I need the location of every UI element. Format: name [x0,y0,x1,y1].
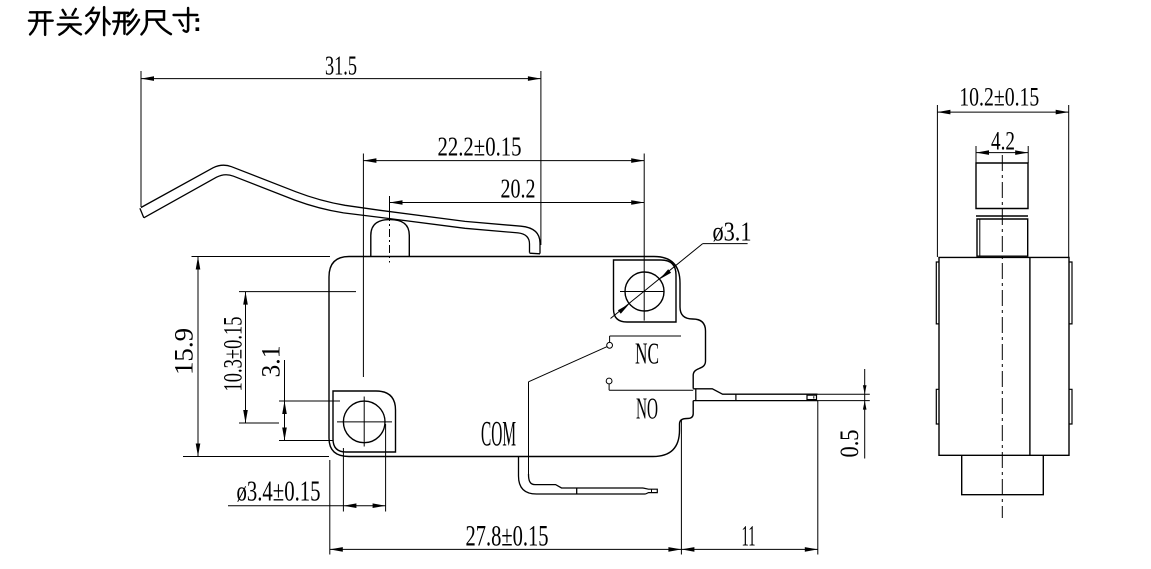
svg-text:22.2±0.15: 22.2±0.15 [438,131,522,162]
svg-text:NC: NC [635,336,659,371]
svg-text:10.3±0.15: 10.3±0.15 [219,317,248,392]
svg-text:4.2: 4.2 [991,127,1015,156]
svg-text:31.5: 31.5 [325,50,357,81]
svg-text:27.8±0.15: 27.8±0.15 [466,521,549,553]
svg-text:ø3.4±0.15: ø3.4±0.15 [237,477,321,508]
svg-text:20.2: 20.2 [501,173,536,204]
svg-text:10.2±0.15: 10.2±0.15 [959,83,1039,112]
svg-text:15.9: 15.9 [170,328,199,375]
svg-text:NO: NO [636,391,658,426]
svg-text:ø3.1: ø3.1 [713,216,752,247]
svg-text:3.1: 3.1 [257,346,286,378]
svg-text:COM: COM [481,414,516,454]
svg-text:0.5: 0.5 [835,430,864,458]
svg-text:11: 11 [742,521,756,553]
